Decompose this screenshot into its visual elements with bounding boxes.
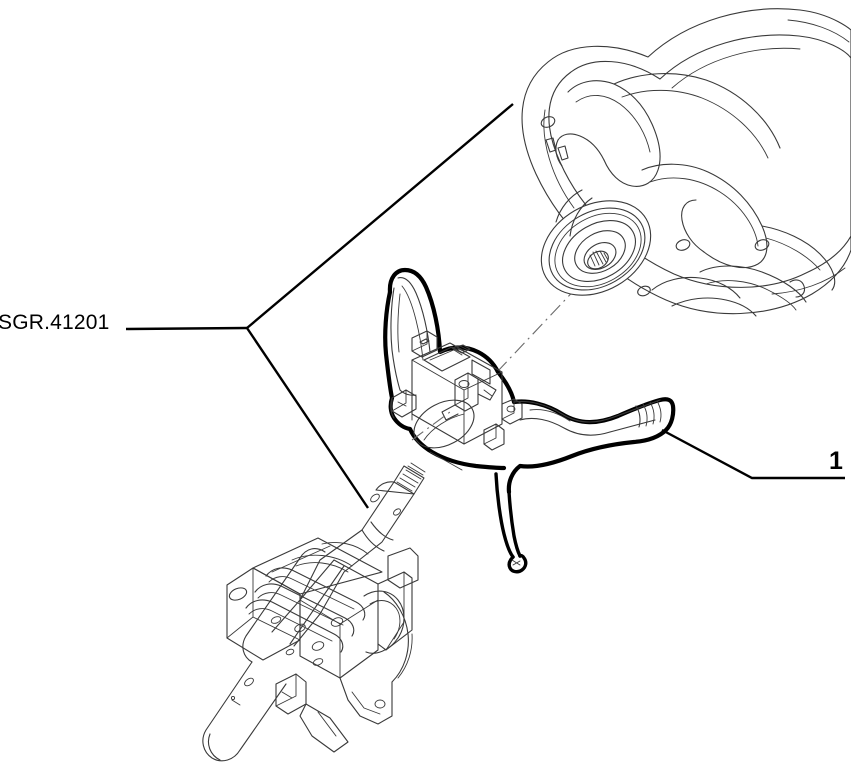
hub-spline-hatch — [589, 250, 609, 267]
switch-upper-lever-arm — [390, 277, 431, 419]
switch-lever-stalk — [513, 399, 662, 436]
part-number-1-label: 1 — [829, 447, 843, 475]
group-leader-line — [125, 103, 514, 509]
switch-body — [391, 330, 523, 471]
steering-wheel — [521, 8, 851, 317]
column-mounting-bracket — [226, 537, 419, 753]
steering-column — [202, 462, 426, 762]
item-1-leader-line — [661, 428, 845, 480]
steering-column-switch-unit — [383, 267, 676, 574]
steering-wheel-hub — [540, 189, 652, 296]
switch-alignment-tick — [411, 411, 451, 441]
group-reference-label: SGR.41201 — [0, 311, 110, 334]
